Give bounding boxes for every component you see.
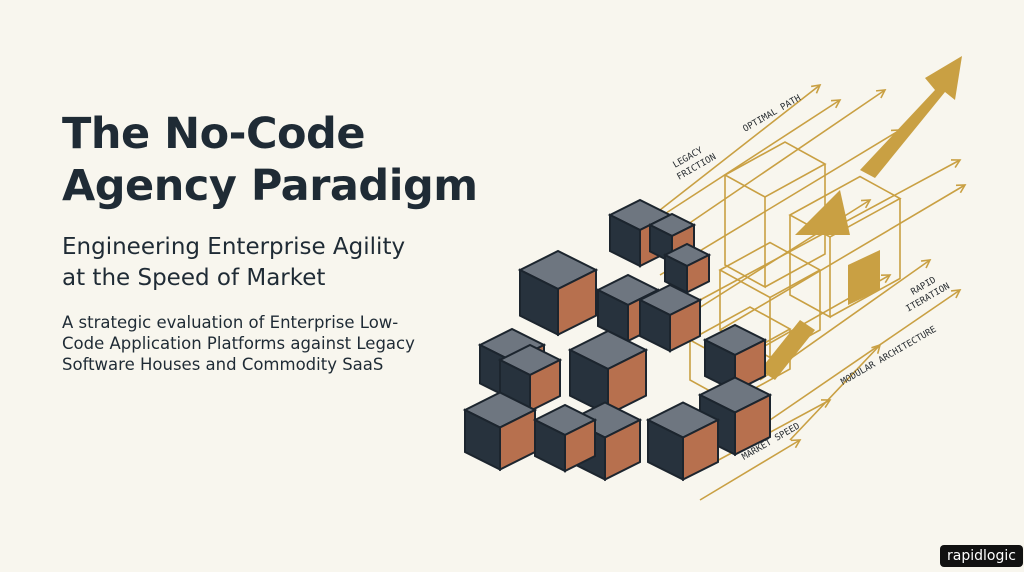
wireframe-side: [829, 198, 901, 318]
optimal-path-arrow: [860, 56, 962, 178]
cube-right-face: [686, 253, 710, 295]
cube: [532, 403, 598, 473]
blueprint-line: [769, 289, 961, 421]
cube-right-face: [604, 418, 641, 482]
arrowhead-icon: [880, 274, 892, 284]
blueprint-line: [699, 439, 801, 501]
legacy-cubes: [462, 198, 773, 482]
cube: [702, 323, 768, 393]
subtitle-line-1: Engineering Enterprise Agility: [62, 234, 406, 260]
cube-right-face: [734, 393, 771, 457]
blueprint-line: [639, 99, 841, 231]
arrowhead-icon: [950, 159, 962, 168]
arrowhead-icon: [820, 399, 832, 408]
cube-right-face: [669, 298, 701, 353]
title-line-2: Agency Paradigm: [62, 161, 478, 211]
cube: [462, 391, 538, 472]
gold-facet: [795, 190, 850, 235]
gold-facet: [760, 320, 815, 380]
arrowhead-icon: [871, 343, 882, 354]
blueprint-line: [659, 84, 821, 211]
cube-right-face: [529, 358, 561, 413]
slide-description: A strategic evaluation of Enterprise Low…: [62, 313, 415, 374]
arrowhead-icon: [790, 439, 802, 449]
arrowhead-icon: [950, 289, 962, 299]
arrowhead-icon: [810, 83, 822, 94]
cube: [517, 249, 599, 337]
slide-subtitle: Engineering Enterprise Agility at the Spe…: [62, 232, 405, 294]
arrowhead-icon: [955, 184, 967, 194]
arrowhead-icon: [830, 99, 842, 109]
title-line-1: The No-Code: [62, 109, 366, 159]
wireframe-side: [789, 215, 831, 319]
cube: [662, 242, 712, 295]
blueprint-line: [719, 184, 966, 331]
cube: [637, 283, 703, 353]
subtitle-line-2: at the Speed of Market: [62, 265, 326, 291]
label-optimal-path: OPTIMAL PATH: [742, 93, 803, 134]
wireframe-side: [724, 175, 766, 289]
rapidlogic-logo: rapidlogic: [940, 545, 1023, 567]
wireframe-side: [764, 164, 826, 288]
cube-right-face: [607, 348, 647, 417]
cube: [645, 401, 721, 482]
arrowhead-icon: [920, 259, 932, 269]
gold-facet: [848, 250, 880, 305]
cube-right-face: [564, 418, 596, 473]
label-modular-architecture: MODULAR ARCHITECTURE: [840, 325, 939, 388]
cube-right-face: [682, 418, 719, 482]
blueprint-lines: [639, 56, 967, 501]
blueprint-line: [789, 344, 881, 441]
arrowhead-icon: [875, 89, 887, 99]
cube: [567, 329, 649, 417]
arrowhead-icon: [860, 199, 872, 209]
cube-right-face: [557, 268, 597, 337]
